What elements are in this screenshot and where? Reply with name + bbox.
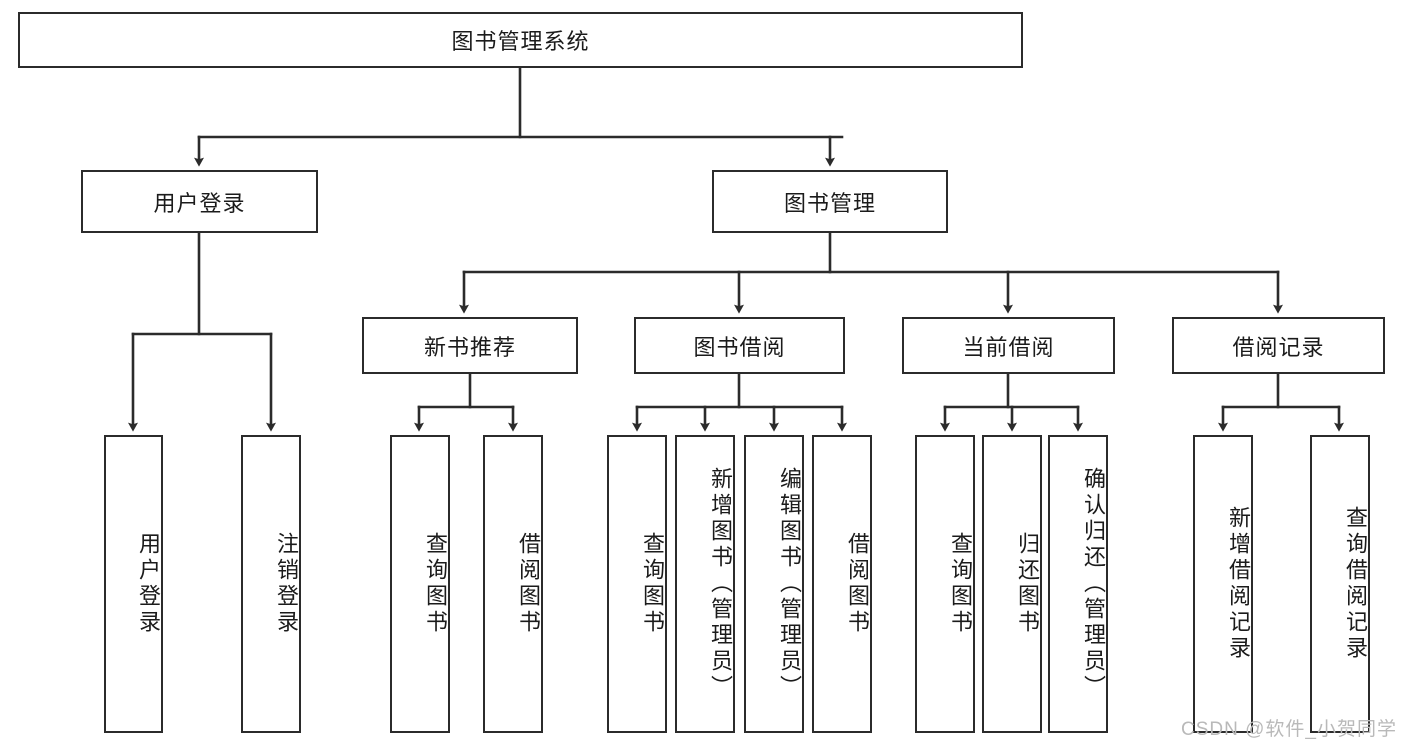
node-label: 借阅图书	[516, 532, 541, 636]
node-label: 注销登录	[274, 532, 299, 636]
node-label: 借阅记录	[1232, 334, 1325, 360]
node-label: 查询借阅记录	[1343, 506, 1368, 662]
leaf-new-book-borrow[interactable]: 借阅图书	[483, 435, 543, 733]
node-book-management[interactable]: 图书管理	[712, 170, 948, 233]
node-current-borrow[interactable]: 当前借阅	[902, 317, 1115, 374]
node-label: 确认归还（管理员）	[1081, 467, 1106, 701]
leaf-user-login-logout[interactable]: 注销登录	[241, 435, 301, 733]
node-borrow-record[interactable]: 借阅记录	[1172, 317, 1385, 374]
node-label: 新增借阅记录	[1226, 506, 1251, 662]
leaf-new-book-query[interactable]: 查询图书	[390, 435, 450, 733]
node-label: 查询图书	[948, 532, 973, 636]
node-label: 用户登录	[153, 190, 246, 216]
node-label: 编辑图书（管理员）	[777, 467, 802, 701]
node-label: 图书管理系统	[451, 29, 590, 54]
node-user-login[interactable]: 用户登录	[81, 170, 318, 233]
node-label: 查询图书	[640, 532, 665, 636]
leaf-book-borrow-add-admin[interactable]: 新增图书（管理员）	[675, 435, 735, 733]
leaf-book-borrow-query[interactable]: 查询图书	[607, 435, 667, 733]
node-label: 新增图书（管理员）	[708, 467, 733, 701]
leaf-current-borrow-return[interactable]: 归还图书	[982, 435, 1042, 733]
leaf-book-borrow-edit-admin[interactable]: 编辑图书（管理员）	[744, 435, 804, 733]
node-label: 图书管理	[783, 190, 876, 216]
node-label: 当前借阅	[962, 334, 1055, 360]
leaf-current-borrow-confirm-admin[interactable]: 确认归还（管理员）	[1048, 435, 1108, 733]
leaf-borrow-record-add[interactable]: 新增借阅记录	[1193, 435, 1253, 733]
node-root-system[interactable]: 图书管理系统	[18, 12, 1023, 68]
leaf-current-borrow-query[interactable]: 查询图书	[915, 435, 975, 733]
node-label: 借阅图书	[845, 532, 870, 636]
node-book-borrow[interactable]: 图书借阅	[634, 317, 845, 374]
leaf-borrow-record-query[interactable]: 查询借阅记录	[1310, 435, 1370, 733]
node-label: 归还图书	[1015, 532, 1040, 636]
node-new-book-recommend[interactable]: 新书推荐	[362, 317, 578, 374]
node-label: 用户登录	[136, 532, 161, 636]
node-label: 新书推荐	[423, 334, 516, 360]
leaf-book-borrow-borrow[interactable]: 借阅图书	[812, 435, 872, 733]
leaf-user-login-login[interactable]: 用户登录	[104, 435, 163, 733]
node-label: 图书借阅	[693, 334, 786, 360]
node-label: 查询图书	[423, 532, 448, 636]
